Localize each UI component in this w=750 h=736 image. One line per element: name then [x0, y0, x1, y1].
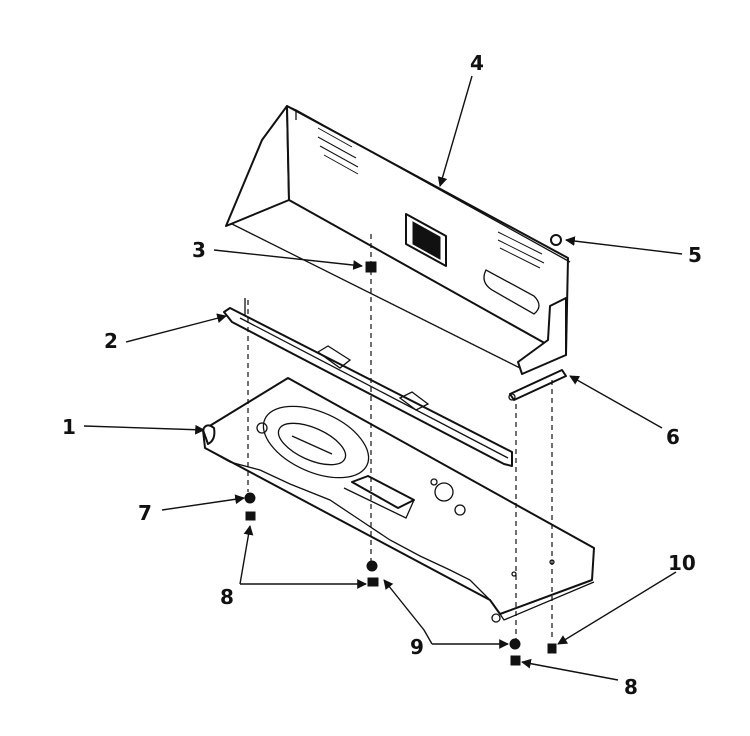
callout-1: 1 [62, 415, 76, 439]
vent-slots-left [317, 127, 359, 175]
callout-3: 3 [192, 238, 206, 262]
base-plate-part [202, 377, 595, 623]
callout-8-left: 8 [220, 585, 234, 609]
callout-5: 5 [688, 243, 702, 267]
alignment-lines [247, 234, 553, 640]
callout-6: 6 [666, 425, 680, 449]
hinge-rod-part [508, 369, 567, 401]
callout-10: 10 [668, 551, 696, 575]
callout-8-right: 8 [624, 675, 638, 699]
back-panel-part [225, 105, 571, 375]
leader-lines [83, 75, 683, 681]
oval-recess [262, 405, 370, 479]
vent-slots-right [497, 231, 545, 269]
rail-bracket-part [223, 298, 513, 467]
hardware-items [244, 234, 562, 666]
callout-9: 9 [410, 635, 424, 659]
callout-labels: 4 3 5 2 6 1 7 8 9 10 8 [62, 51, 702, 699]
callout-7: 7 [138, 501, 152, 525]
callout-4: 4 [470, 51, 484, 75]
callout-2: 2 [104, 329, 118, 353]
